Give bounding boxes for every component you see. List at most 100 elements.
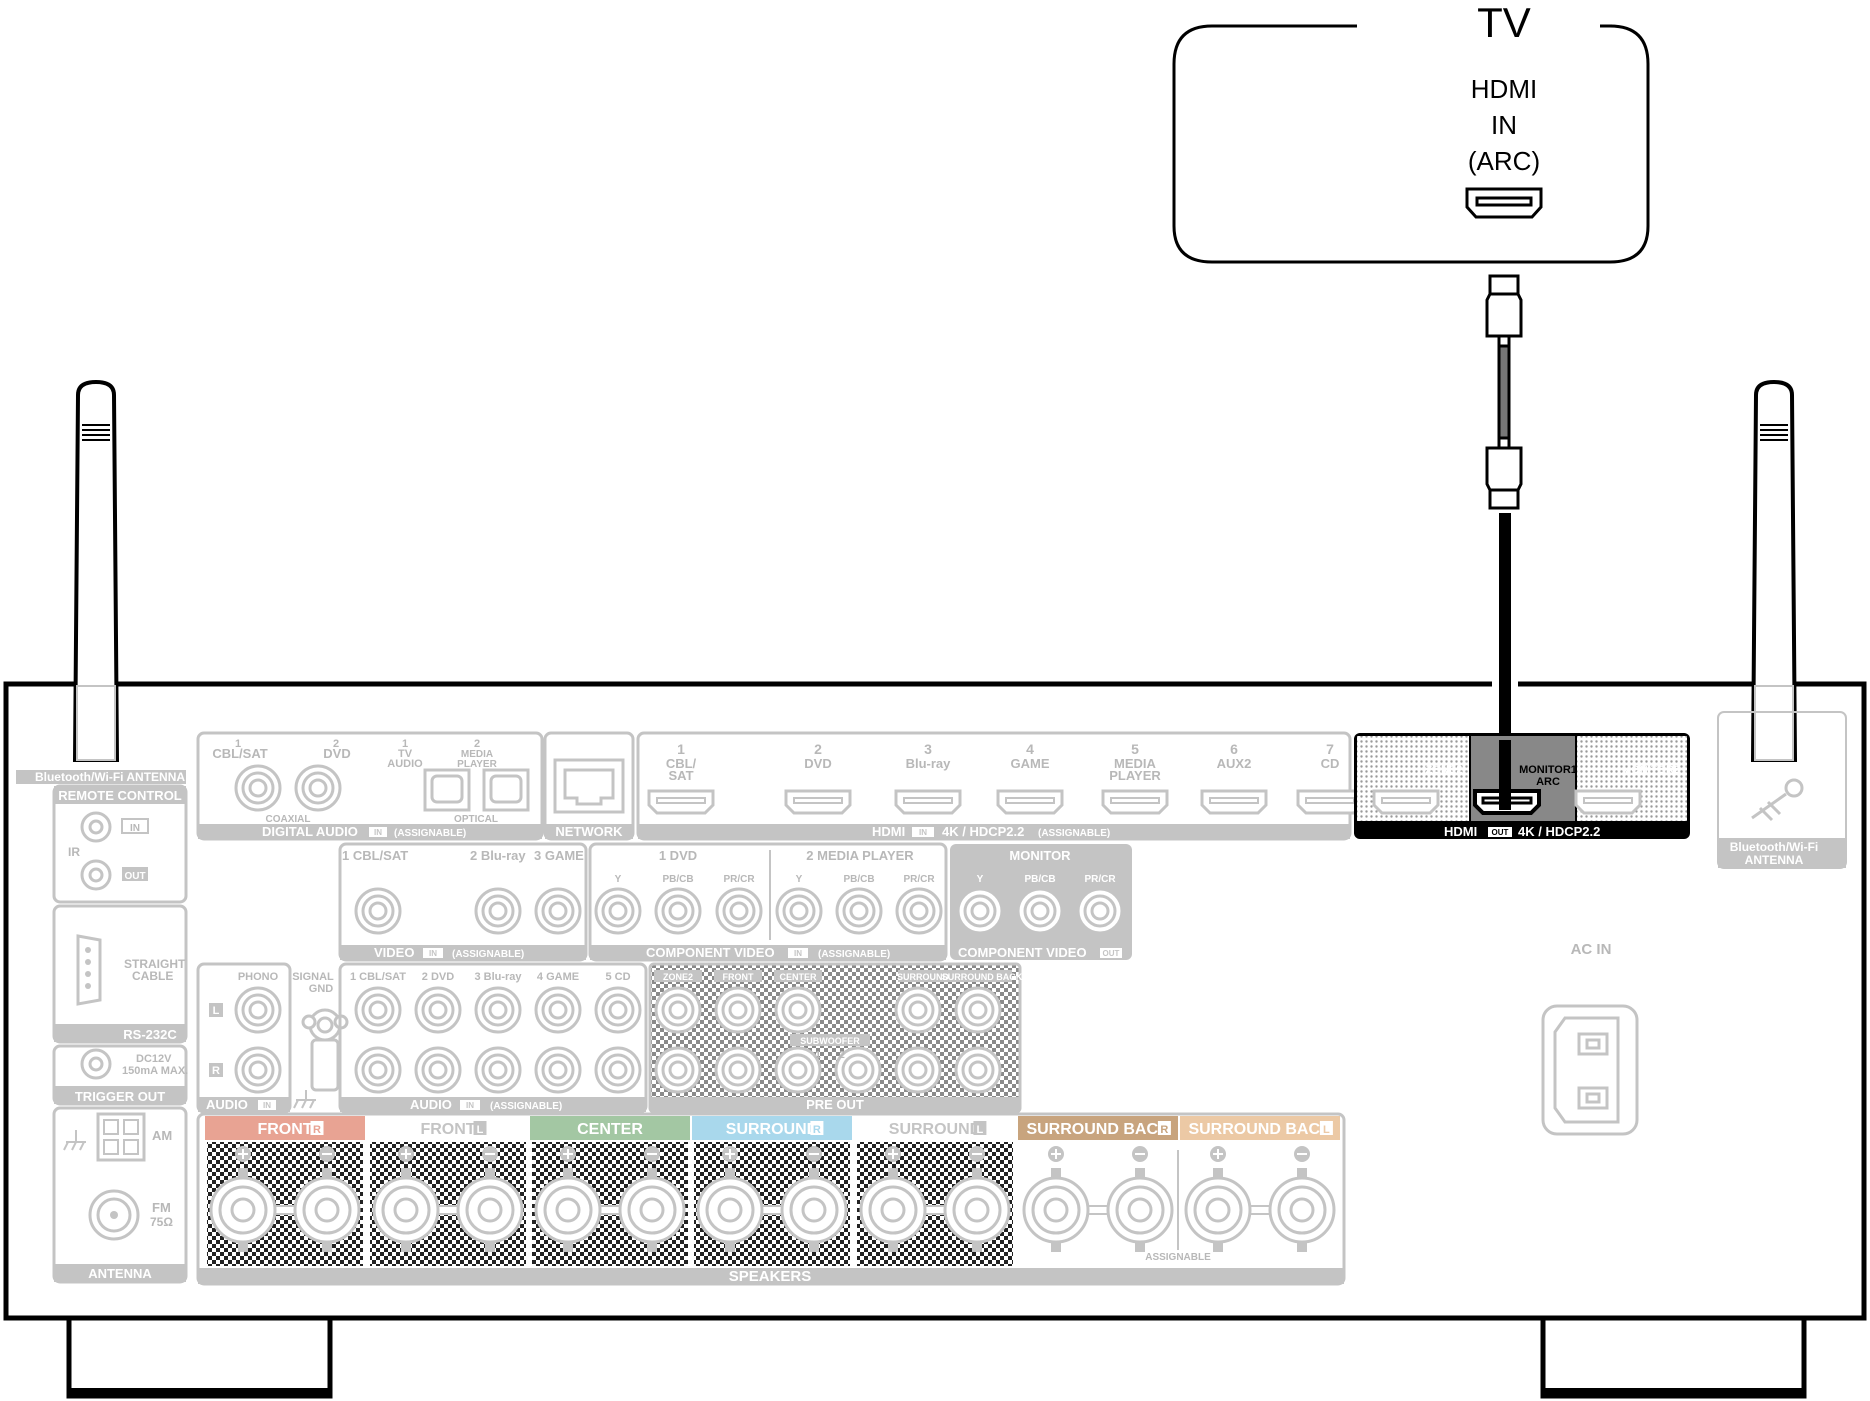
hdmi-in-2-num: 2 bbox=[814, 741, 822, 757]
audio-in-3-l-jack[interactable] bbox=[474, 986, 522, 1034]
audio-in-4-r-jack[interactable] bbox=[534, 1046, 582, 1094]
pre-out-bottom-1-jack[interactable] bbox=[654, 1046, 702, 1094]
speaker-center-plus-icon bbox=[560, 1146, 576, 1162]
pre-out-top-5-jack[interactable] bbox=[954, 986, 1002, 1034]
audio-in-2-l-jack[interactable] bbox=[414, 986, 462, 1034]
optical-1-jack[interactable] bbox=[423, 768, 471, 812]
tv-port-line1: HDMI bbox=[1471, 74, 1537, 104]
component-in-footer: COMPONENT VIDEO bbox=[646, 945, 775, 960]
hdmi-in-1-num: 1 bbox=[677, 741, 685, 757]
speaker-surround-back-r-label: SURROUND BACK bbox=[1026, 1121, 1170, 1138]
opt2-label-a: MEDIA bbox=[461, 749, 493, 760]
hdmi-cable[interactable] bbox=[1485, 274, 1523, 813]
hdmi-in-6-port[interactable] bbox=[1200, 789, 1268, 815]
speaker-front-r-mark-bg bbox=[310, 1121, 324, 1135]
hdmi-in-4-port[interactable] bbox=[996, 789, 1064, 815]
audio-in-2-r-jack[interactable] bbox=[414, 1046, 462, 1094]
pre-out-bottom-4-jack[interactable] bbox=[954, 1046, 1002, 1094]
cable-label: CABLE bbox=[132, 969, 173, 983]
coaxial-1-jack[interactable] bbox=[234, 764, 282, 812]
audio-in-1-r-jack[interactable] bbox=[354, 1046, 402, 1094]
video-in3-jack[interactable] bbox=[534, 887, 582, 935]
component-in-2-y-jack[interactable] bbox=[775, 887, 823, 935]
video-in-footer: VIDEO bbox=[374, 945, 414, 960]
optical-2-jack[interactable] bbox=[482, 768, 530, 812]
component-in-1-pb-jack[interactable] bbox=[654, 887, 702, 935]
comp-in-pb-label-1: PB/CB bbox=[662, 874, 693, 885]
component-out-pb-jack[interactable] bbox=[1016, 887, 1064, 935]
pre-out-bottom-2-jack[interactable] bbox=[714, 1046, 762, 1094]
pre-out-top-2-jack[interactable] bbox=[714, 986, 762, 1034]
opt2-num: 2 bbox=[474, 738, 480, 750]
rs232c-port[interactable] bbox=[76, 934, 102, 1006]
hdmi-in-5-port[interactable] bbox=[1101, 789, 1169, 815]
audio-in-1-l-jack[interactable] bbox=[354, 986, 402, 1034]
pre-out-top-4-jack[interactable] bbox=[894, 986, 942, 1034]
speaker-center-minus-icon bbox=[644, 1146, 660, 1162]
speaker-front-l-mark-bg bbox=[473, 1121, 487, 1135]
speaker-surround-back-l-plus-icon bbox=[1210, 1146, 1226, 1162]
component-out-pr-jack[interactable] bbox=[1076, 887, 1124, 935]
pre-out-top-1-jack[interactable] bbox=[654, 986, 702, 1034]
hdmi-in-3-port[interactable] bbox=[894, 789, 962, 815]
audio-in-3-r-jack[interactable] bbox=[474, 1046, 522, 1094]
speaker-front-r-minus-icon bbox=[319, 1146, 335, 1162]
signal-label: SIGNAL bbox=[292, 971, 334, 983]
pre-out-bottom-3-jack[interactable] bbox=[894, 1046, 942, 1094]
hdmi-in-spec: 4K / HDCP2.2 bbox=[942, 824, 1024, 839]
subwoofer-1-jack[interactable] bbox=[774, 1046, 822, 1094]
rs232c-label: RS-232C bbox=[123, 1027, 177, 1042]
speaker-surround-back-r-mark: R bbox=[1160, 1124, 1168, 1136]
coaxial-2-jack[interactable] bbox=[294, 764, 342, 812]
audio-in-5-l-jack[interactable] bbox=[594, 986, 642, 1034]
fm-ohm-label: 75Ω bbox=[150, 1215, 173, 1229]
audio-in-footer: AUDIO bbox=[410, 1097, 452, 1112]
component-in-2-pr-jack[interactable] bbox=[895, 887, 943, 935]
am-terminal[interactable] bbox=[96, 1112, 146, 1162]
video-in-badge: IN bbox=[429, 949, 437, 958]
video-in-assignable: (ASSIGNABLE) bbox=[452, 949, 524, 960]
hdmi-in-5-label2: PLAYER bbox=[1109, 768, 1161, 783]
digital-audio-assignable: (ASSIGNABLE) bbox=[394, 828, 466, 839]
pre-out-top-3-jack[interactable] bbox=[774, 986, 822, 1034]
audio-in-assignable: (ASSIGNABLE) bbox=[490, 1101, 562, 1112]
arc-label: ARC bbox=[1536, 776, 1560, 788]
component-in-2-pb-jack[interactable] bbox=[835, 887, 883, 935]
hdmi-in-7-port[interactable] bbox=[1296, 789, 1364, 815]
tv-title: TV bbox=[1477, 0, 1531, 46]
component-out-y-jack[interactable] bbox=[956, 887, 1004, 935]
signal-gnd-terminal[interactable] bbox=[301, 1008, 349, 1092]
network-port[interactable] bbox=[553, 758, 625, 814]
video-in2-jack[interactable] bbox=[474, 887, 522, 935]
phono-r-jack[interactable] bbox=[234, 1046, 282, 1094]
speaker-front-l-minus-icon bbox=[482, 1146, 498, 1162]
tv-hdmi-in-port-icon[interactable] bbox=[1465, 187, 1543, 219]
hdmi-in-1-port[interactable] bbox=[647, 789, 715, 815]
audio-in-4-l-jack[interactable] bbox=[534, 986, 582, 1034]
hdmi-in-2-port[interactable] bbox=[784, 789, 852, 815]
hdmi-out-zone2-port[interactable] bbox=[1372, 789, 1440, 815]
subwoofer-1-num: 1 bbox=[815, 1050, 821, 1061]
phono-l-jack[interactable] bbox=[234, 986, 282, 1034]
tv-port-line2: IN bbox=[1491, 110, 1517, 140]
video-in1-jack[interactable] bbox=[354, 887, 402, 935]
audio-in-5-r-jack[interactable] bbox=[594, 1046, 642, 1094]
component-out-badge: OUT bbox=[1103, 949, 1120, 958]
trigger-out-jack[interactable] bbox=[80, 1048, 112, 1080]
ir-out-jack[interactable] bbox=[80, 859, 112, 891]
component-in-1-pr-jack[interactable] bbox=[715, 887, 763, 935]
hdmi-in-labels: 1CBL/SAT2DVD3Blu-ray4GAME5MEDIAPLAYER6AU… bbox=[647, 741, 1364, 815]
monitor2-label: MONITOR2 bbox=[1622, 764, 1680, 776]
bluetooth-antenna-icon bbox=[1751, 778, 1804, 822]
ir-in-jack[interactable] bbox=[80, 811, 112, 843]
speaker-surround-l-minus-icon bbox=[969, 1146, 985, 1162]
pre-out-footer: PRE OUT bbox=[806, 1097, 864, 1112]
ac-in-socket[interactable] bbox=[1541, 1004, 1639, 1136]
opt2-label-b: PLAYER bbox=[457, 759, 497, 770]
hdmi-out-monitor2-port[interactable] bbox=[1574, 789, 1642, 815]
component-in-1-y-jack[interactable] bbox=[594, 887, 642, 935]
speaker-surround-back-r-minus-icon bbox=[1132, 1146, 1148, 1162]
opt1-label-b: AUDIO bbox=[387, 758, 423, 770]
fm-antenna-jack[interactable] bbox=[88, 1189, 140, 1241]
audio-in-2-label: 2 DVD bbox=[422, 971, 454, 983]
